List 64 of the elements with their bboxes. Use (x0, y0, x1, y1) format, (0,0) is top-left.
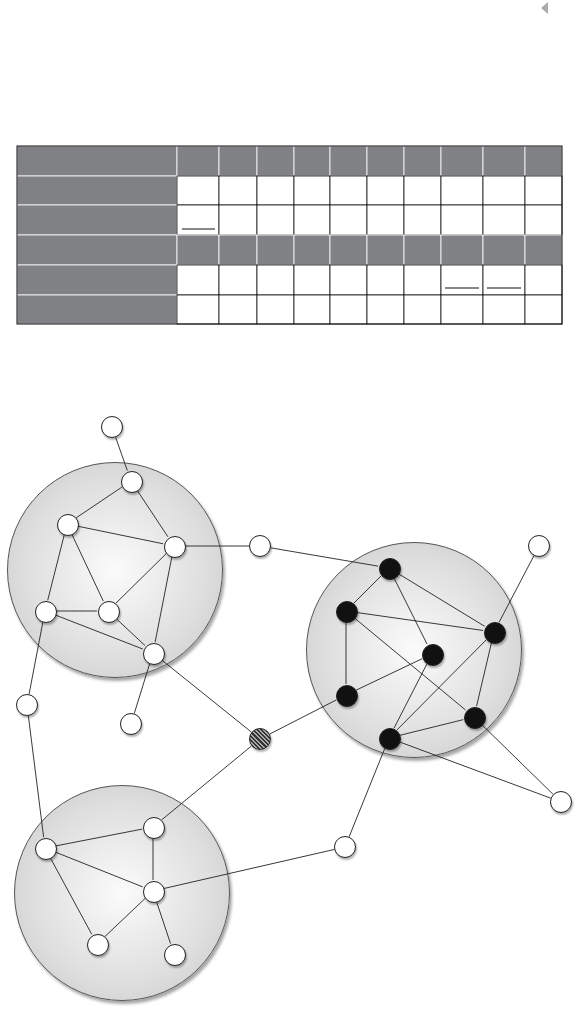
connector-line (354, 617, 466, 711)
node-circle (334, 836, 356, 858)
connector-line (270, 547, 379, 567)
connector-line (75, 486, 123, 519)
connector-line (393, 663, 428, 729)
connector-line (393, 577, 428, 645)
connector-line (397, 573, 486, 627)
node-circle (35, 601, 57, 623)
connector-line (353, 575, 382, 604)
filled-node-circle (379, 558, 401, 580)
connector-line (115, 436, 128, 472)
connector-line (55, 828, 143, 847)
node-circle (143, 881, 165, 903)
connector-line (396, 639, 487, 731)
connector-line (163, 849, 335, 889)
node-circle (101, 416, 123, 438)
connector-line (77, 525, 164, 545)
connector-line (355, 658, 423, 691)
node-circle (143, 817, 165, 839)
connector-line (476, 642, 492, 707)
filled-node-circle (484, 622, 506, 644)
filled-node-circle (464, 707, 486, 729)
connector-line (498, 555, 535, 623)
node-circle (98, 601, 120, 623)
node-circle (120, 713, 142, 735)
node-circle (550, 791, 572, 813)
node-circle (164, 944, 186, 966)
connector-line (154, 556, 173, 643)
node-circle (143, 643, 165, 665)
connector-line (161, 745, 252, 821)
hatched-node-circle (249, 728, 271, 750)
connector-line (345, 621, 347, 685)
connector-line (133, 663, 151, 714)
connector-line (47, 534, 65, 601)
connector-line (161, 659, 252, 733)
connector-line (27, 715, 45, 838)
connector-line (481, 724, 554, 795)
node-circle (35, 838, 57, 860)
filled-node-circle (422, 644, 444, 666)
node-circle (164, 536, 186, 558)
connector-line (115, 553, 167, 604)
connector-line (348, 747, 386, 838)
connector-line (55, 610, 98, 612)
node-circle (87, 934, 109, 956)
connector-line (356, 612, 484, 631)
connector-line (71, 533, 104, 602)
filled-node-circle (379, 728, 401, 750)
filled-node-circle (336, 601, 358, 623)
connector-line (115, 618, 146, 646)
connector-line (49, 857, 93, 935)
filled-node-circle (336, 685, 358, 707)
node-circle (528, 535, 550, 557)
connector-line (28, 621, 44, 695)
connector-line (399, 719, 464, 736)
connector-line (184, 545, 250, 547)
node-circle (249, 535, 271, 557)
connector-line (104, 898, 146, 937)
node-circle (16, 694, 38, 716)
connector-line (269, 699, 337, 735)
node-circle (121, 471, 143, 493)
node-circle (57, 514, 79, 536)
connector-line (152, 837, 154, 881)
connector-line (156, 901, 171, 944)
connector-line (136, 489, 169, 538)
